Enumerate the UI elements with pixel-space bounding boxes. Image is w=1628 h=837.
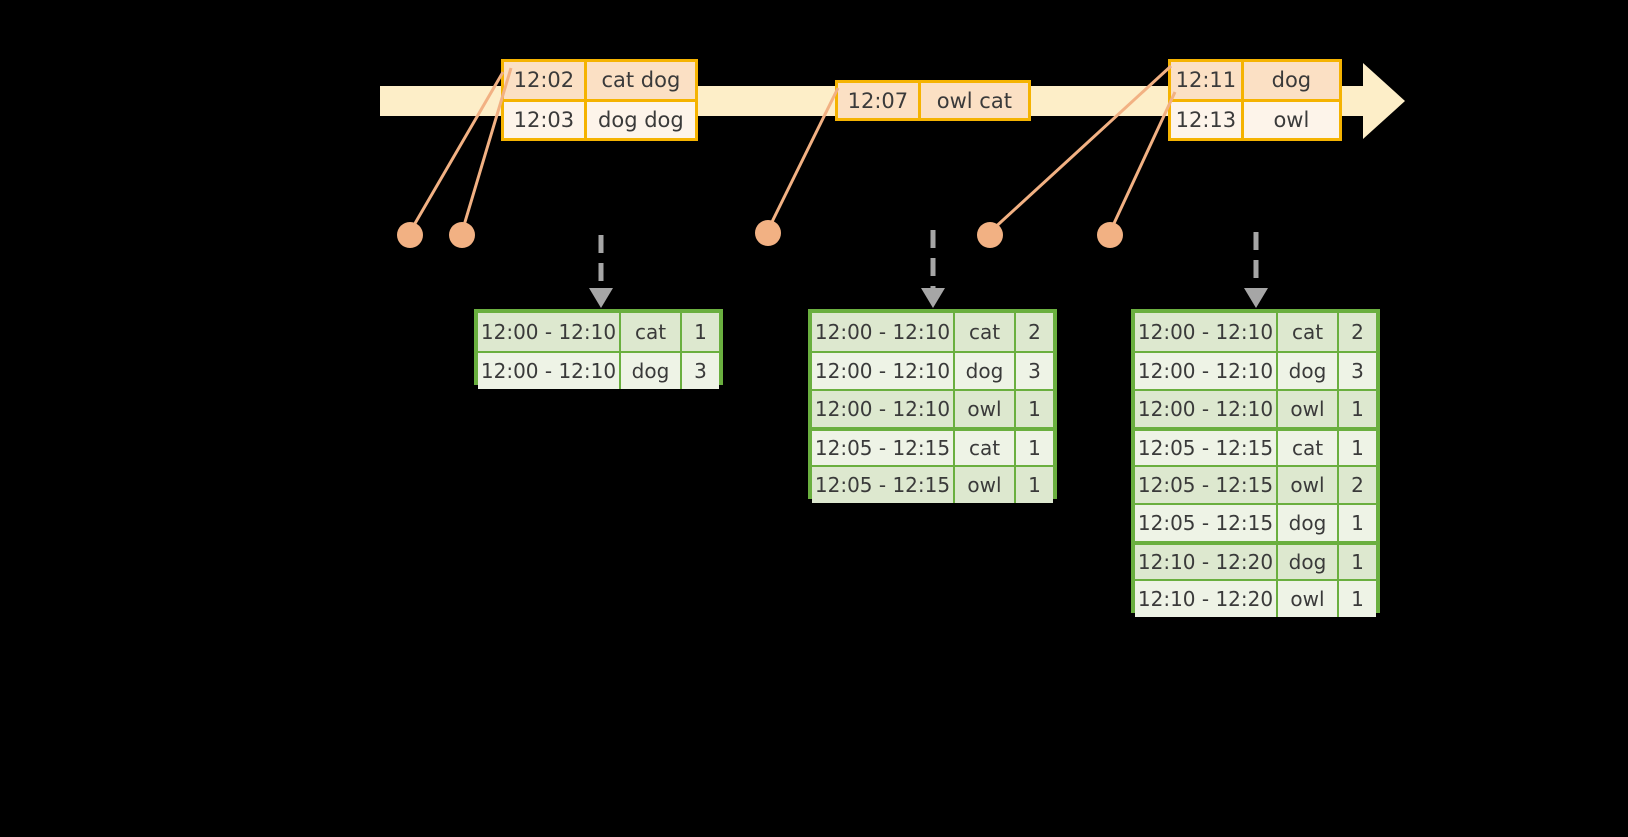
count-cell: 3 bbox=[682, 353, 719, 389]
event-marker-dot[interactable] bbox=[397, 222, 423, 248]
count-cell: 1 bbox=[1016, 431, 1053, 465]
event-time: 12:03 bbox=[504, 101, 587, 138]
count-cell: 3 bbox=[1339, 353, 1376, 389]
table-row: 12:00 - 12:10 cat 2 bbox=[1135, 313, 1376, 351]
window-cell: 12:05 - 12:15 bbox=[1135, 467, 1278, 503]
word-cell: owl bbox=[955, 467, 1016, 503]
count-cell: 2 bbox=[1016, 313, 1053, 351]
window-cell: 12:00 - 12:10 bbox=[812, 313, 955, 351]
window-cell: 12:00 - 12:10 bbox=[812, 353, 955, 389]
event-time: 12:13 bbox=[1171, 101, 1244, 138]
event-group-2[interactable]: 12:07 owl cat bbox=[835, 80, 1031, 121]
window-cell: 12:10 - 12:20 bbox=[1135, 581, 1278, 617]
event-row: 12:11 dog bbox=[1171, 62, 1339, 99]
window-cell: 12:05 - 12:15 bbox=[812, 431, 955, 465]
window-cell: 12:00 - 12:10 bbox=[812, 391, 955, 427]
event-row: 12:07 owl cat bbox=[838, 83, 1028, 118]
word-cell: dog bbox=[621, 353, 682, 389]
word-cell: dog bbox=[955, 353, 1016, 389]
window-cell: 12:05 - 12:15 bbox=[812, 467, 955, 503]
result-table-3[interactable]: 12:00 - 12:10 cat 2 12:00 - 12:10 dog 3 … bbox=[1131, 309, 1380, 617]
table-row: 12:10 - 12:20 dog 1 bbox=[1135, 541, 1376, 579]
event-row: 12:03 dog dog bbox=[504, 98, 695, 138]
count-cell: 1 bbox=[1016, 391, 1053, 427]
table-row: 12:05 - 12:15 dog 1 bbox=[1135, 503, 1376, 541]
table-row: 12:05 - 12:15 owl 2 bbox=[1135, 465, 1376, 503]
count-cell: 1 bbox=[1339, 545, 1376, 579]
event-words: owl bbox=[1243, 101, 1339, 138]
count-cell: 2 bbox=[1339, 313, 1376, 351]
window-cell: 12:00 - 12:10 bbox=[1135, 391, 1278, 427]
count-cell: 3 bbox=[1016, 353, 1053, 389]
table-row: 12:00 - 12:10 owl 1 bbox=[812, 389, 1053, 427]
event-marker-dot[interactable] bbox=[1097, 222, 1123, 248]
word-cell: owl bbox=[1278, 391, 1339, 427]
word-cell: dog bbox=[1278, 505, 1339, 541]
event-marker-dot[interactable] bbox=[449, 222, 475, 248]
event-row: 12:13 owl bbox=[1171, 98, 1339, 138]
result-table-2[interactable]: 12:00 - 12:10 cat 2 12:00 - 12:10 dog 3 … bbox=[808, 309, 1057, 503]
word-cell: cat bbox=[955, 431, 1016, 465]
word-cell: dog bbox=[1278, 353, 1339, 389]
event-marker-dot[interactable] bbox=[977, 222, 1003, 248]
event-group-3[interactable]: 12:11 dog 12:13 owl bbox=[1168, 59, 1342, 141]
word-cell: cat bbox=[955, 313, 1016, 351]
count-cell: 1 bbox=[682, 313, 719, 351]
count-cell: 1 bbox=[1016, 467, 1053, 503]
window-cell: 12:00 - 12:10 bbox=[1135, 313, 1278, 351]
table-row: 12:05 - 12:15 cat 1 bbox=[1135, 427, 1376, 465]
table-row: 12:00 - 12:10 cat 2 bbox=[812, 313, 1053, 351]
window-cell: 12:00 - 12:10 bbox=[1135, 353, 1278, 389]
window-cell: 12:00 - 12:10 bbox=[478, 353, 621, 389]
result-table-1[interactable]: 12:00 - 12:10 cat 1 12:00 - 12:10 dog 3 bbox=[474, 309, 723, 389]
count-cell: 2 bbox=[1339, 467, 1376, 503]
word-cell: cat bbox=[1278, 431, 1339, 465]
word-cell: owl bbox=[1278, 581, 1339, 617]
count-cell: 1 bbox=[1339, 431, 1376, 465]
event-marker-dot[interactable] bbox=[755, 220, 781, 246]
table-row: 12:00 - 12:10 owl 1 bbox=[1135, 389, 1376, 427]
word-cell: cat bbox=[1278, 313, 1339, 351]
table-row: 12:05 - 12:15 cat 1 bbox=[812, 427, 1053, 465]
event-row: 12:02 cat dog bbox=[504, 62, 695, 99]
event-words: dog bbox=[1243, 62, 1339, 99]
window-cell: 12:10 - 12:20 bbox=[1135, 545, 1278, 579]
event-words: cat dog bbox=[586, 62, 695, 99]
window-cell: 12:00 - 12:10 bbox=[478, 313, 621, 351]
table-row: 12:00 - 12:10 dog 3 bbox=[812, 351, 1053, 389]
word-cell: owl bbox=[955, 391, 1016, 427]
word-cell: owl bbox=[1278, 467, 1339, 503]
table-row: 12:00 - 12:10 cat 1 bbox=[478, 313, 719, 351]
table-row: 12:05 - 12:15 owl 1 bbox=[812, 465, 1053, 503]
event-words: owl cat bbox=[920, 83, 1028, 118]
word-cell: dog bbox=[1278, 545, 1339, 579]
window-cell: 12:05 - 12:15 bbox=[1135, 505, 1278, 541]
count-cell: 1 bbox=[1339, 505, 1376, 541]
count-cell: 1 bbox=[1339, 391, 1376, 427]
event-words: dog dog bbox=[586, 101, 695, 138]
event-time: 12:11 bbox=[1171, 62, 1244, 99]
trigger-arrow-2 bbox=[921, 230, 945, 308]
count-cell: 1 bbox=[1339, 581, 1376, 617]
event-group-1[interactable]: 12:02 cat dog 12:03 dog dog bbox=[501, 59, 698, 141]
event-time: 12:07 bbox=[838, 83, 921, 118]
timeline-arrow-head-icon bbox=[1363, 63, 1405, 139]
table-row: 12:00 - 12:10 dog 3 bbox=[1135, 351, 1376, 389]
trigger-arrow-3 bbox=[1244, 232, 1268, 308]
trigger-arrow-1 bbox=[589, 235, 613, 308]
word-cell: cat bbox=[621, 313, 682, 351]
event-time: 12:02 bbox=[504, 62, 587, 99]
table-row: 12:00 - 12:10 dog 3 bbox=[478, 351, 719, 389]
table-row: 12:10 - 12:20 owl 1 bbox=[1135, 579, 1376, 617]
window-cell: 12:05 - 12:15 bbox=[1135, 431, 1278, 465]
